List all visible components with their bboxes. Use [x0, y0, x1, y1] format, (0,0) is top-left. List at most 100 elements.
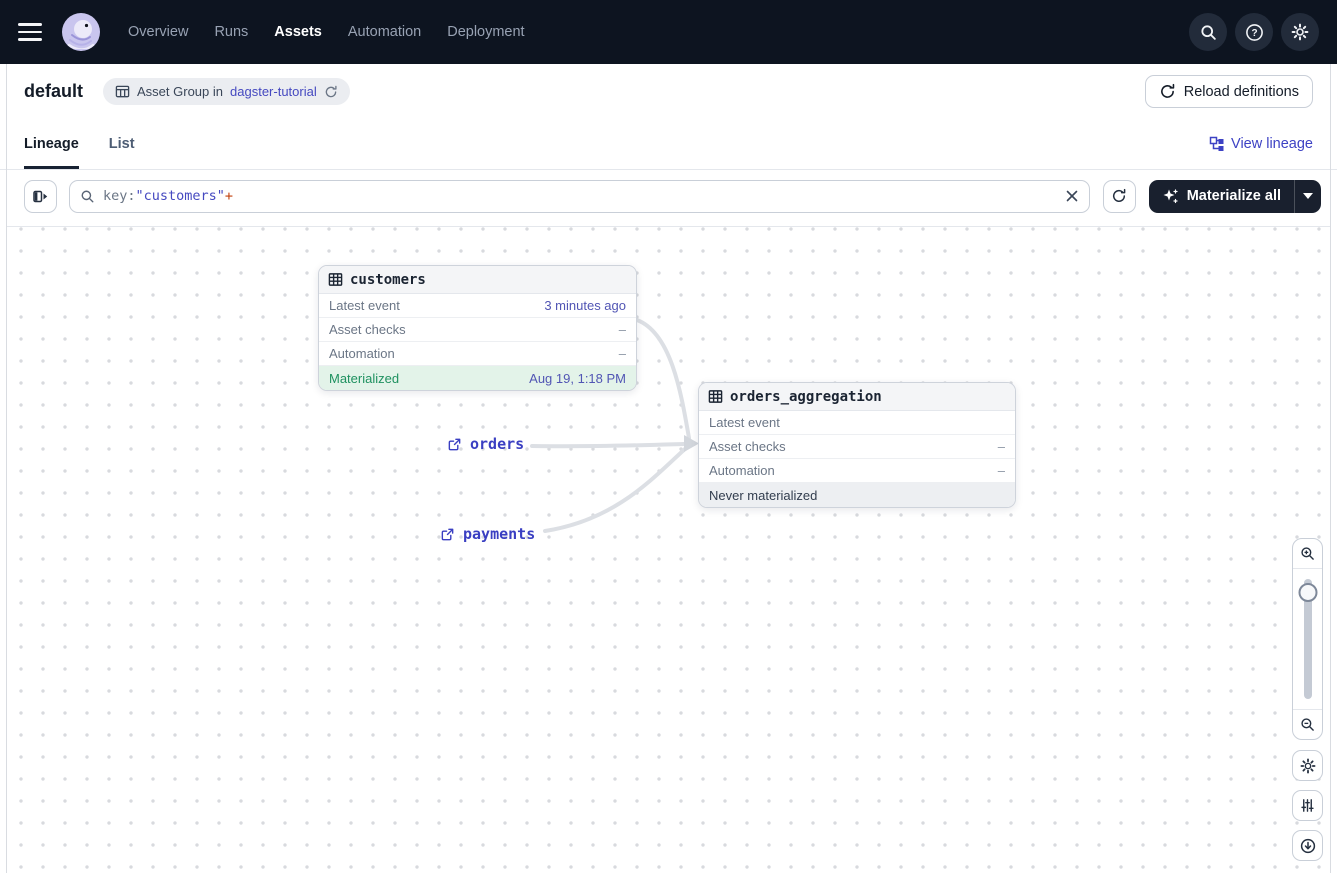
recenter-view-button[interactable] — [1292, 830, 1323, 861]
tabs-divider — [0, 169, 1337, 170]
external-asset-orders[interactable]: orders — [447, 435, 524, 453]
reload-definitions-label: Reload definitions — [1183, 83, 1299, 100]
sparkle-icon — [1163, 188, 1178, 203]
asset-row-asset-checks: Asset checks – — [699, 435, 1015, 459]
search-icon — [1200, 24, 1216, 40]
row-label: Automation — [329, 346, 395, 361]
view-lineage-label: View lineage — [1231, 136, 1313, 152]
external-asset-label: orders — [470, 435, 525, 453]
open-panel-icon — [33, 190, 48, 202]
gear-icon — [1291, 23, 1309, 41]
zoom-out-icon — [1301, 718, 1314, 731]
zoom-controls — [1292, 538, 1323, 740]
recenter-icon — [1300, 838, 1315, 853]
graph-settings-button[interactable] — [1292, 750, 1323, 781]
query-value-token: "customers" — [135, 188, 225, 204]
external-asset-label: payments — [463, 525, 536, 543]
graph-toolbar: key:"customers"+ Materialize all — [0, 170, 1337, 222]
asset-group-badge: Asset Group in dagster-tutorial — [103, 78, 350, 105]
reload-location-icon[interactable] — [324, 85, 338, 99]
row-label: Asset checks — [329, 322, 406, 337]
row-value: – — [618, 346, 626, 361]
chevron-down-icon — [1303, 193, 1313, 199]
primary-nav: Overview Runs Assets Automation Deployme… — [128, 24, 525, 40]
zoom-slider-handle[interactable] — [1298, 583, 1317, 602]
zoom-slider-track[interactable] — [1303, 579, 1312, 699]
right-panel-divider — [1330, 64, 1331, 873]
asset-row-materialized-status: Never materialized — [699, 483, 1015, 507]
graph-filters-button[interactable] — [1292, 790, 1323, 821]
table-icon — [115, 85, 130, 98]
tab-lineage[interactable]: Lineage — [24, 119, 79, 169]
tab-list[interactable]: List — [109, 119, 135, 169]
zoom-in-button[interactable] — [1293, 539, 1322, 569]
hamburger-menu-icon[interactable] — [18, 16, 50, 48]
row-value: – — [997, 439, 1005, 454]
dagster-logo[interactable] — [62, 13, 100, 51]
lineage-canvas[interactable] — [7, 227, 1330, 873]
row-label: Asset checks — [709, 439, 786, 454]
global-search-button[interactable] — [1189, 13, 1227, 51]
status-label: Materialized — [329, 370, 400, 386]
octopus-icon — [67, 20, 95, 49]
help-icon: ? — [1245, 23, 1263, 41]
row-value[interactable]: 3 minutes ago — [544, 298, 626, 313]
external-link-icon — [441, 528, 454, 540]
code-location-link[interactable]: dagster-tutorial — [230, 84, 317, 99]
svg-text:?: ? — [1251, 28, 1257, 39]
page-title: default — [24, 81, 84, 101]
sliders-icon — [1301, 799, 1314, 812]
status-label: Never materialized — [709, 487, 818, 503]
asset-row-latest-event: Latest event — [699, 411, 1015, 435]
asset-row-latest-event: Latest event 3 minutes ago — [319, 294, 636, 318]
help-button[interactable]: ? — [1235, 13, 1273, 51]
refresh-graph-button[interactable] — [1102, 179, 1136, 213]
close-icon — [1066, 190, 1078, 202]
asset-row-asset-checks: Asset checks – — [319, 318, 636, 342]
asset-search-input[interactable]: key:"customers"+ — [69, 179, 1090, 213]
asset-row-automation: Automation – — [319, 342, 636, 366]
asset-row-automation: Automation – — [699, 459, 1015, 483]
reload-definitions-button[interactable]: Reload definitions — [1144, 75, 1313, 108]
view-lineage-link[interactable]: View lineage — [1209, 136, 1313, 152]
asset-name: orders_aggregation — [730, 388, 882, 405]
asset-node-header[interactable]: customers — [319, 266, 636, 294]
asset-node-orders-aggregation[interactable]: orders_aggregation Latest event Asset ch… — [698, 382, 1016, 508]
materialize-all-button[interactable]: Materialize all — [1149, 180, 1294, 213]
materialize-options-button[interactable] — [1294, 179, 1321, 213]
top-nav: Overview Runs Assets Automation Deployme… — [0, 0, 1337, 64]
row-value: – — [997, 463, 1005, 478]
zoom-in-icon — [1301, 547, 1314, 560]
view-tabs: Lineage List View lineage — [0, 119, 1337, 169]
zoom-slider — [1293, 569, 1322, 709]
asset-node-customers[interactable]: customers Latest event 3 minutes ago Ass… — [318, 265, 637, 391]
query-operator-token: + — [224, 188, 234, 204]
asset-name: customers — [350, 271, 426, 288]
nav-item-automation[interactable]: Automation — [347, 24, 422, 40]
nav-item-overview[interactable]: Overview — [128, 24, 189, 40]
table-icon — [708, 390, 723, 403]
lineage-icon — [1209, 136, 1224, 151]
nav-item-assets[interactable]: Assets — [274, 24, 322, 40]
user-settings-button[interactable] — [1281, 13, 1319, 51]
query-key-token: key: — [103, 188, 136, 204]
asset-node-header[interactable]: orders_aggregation — [699, 383, 1015, 411]
toggle-sidebar-button[interactable] — [24, 179, 57, 213]
search-icon — [81, 190, 94, 202]
row-label: Latest event — [709, 415, 780, 430]
clear-search-button[interactable] — [1065, 189, 1079, 203]
gear-icon — [1300, 758, 1315, 773]
refresh-icon — [1113, 188, 1126, 202]
page-header: default Asset Group in dagster-tutorial … — [0, 64, 1337, 119]
nav-item-deployment[interactable]: Deployment — [447, 24, 525, 40]
left-panel-divider — [6, 64, 7, 873]
row-value: – — [618, 322, 626, 337]
external-asset-payments[interactable]: payments — [440, 525, 535, 543]
nav-item-runs[interactable]: Runs — [214, 24, 249, 40]
materialization-timestamp[interactable]: Aug 19, 1:18 PM — [529, 370, 626, 386]
zoom-out-button[interactable] — [1293, 709, 1322, 739]
reload-icon — [1160, 83, 1174, 98]
toolbar-divider — [7, 226, 1330, 227]
asset-row-materialized-status: Materialized Aug 19, 1:18 PM — [319, 366, 636, 390]
row-label: Automation — [709, 463, 775, 478]
